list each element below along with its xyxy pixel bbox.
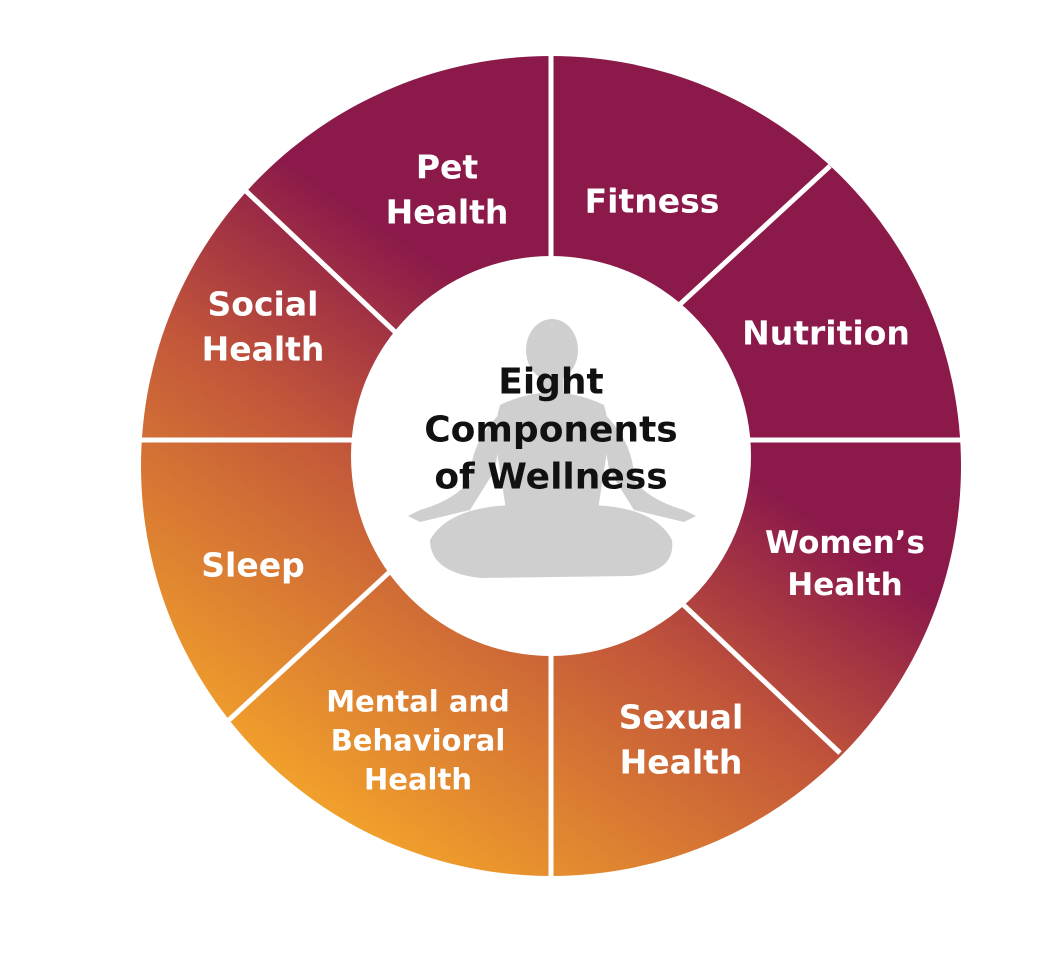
segment-fitness-line-1: Fitness bbox=[584, 181, 720, 221]
segment-mental-line-3: Health bbox=[364, 762, 472, 797]
center-title-line-1: Eight bbox=[498, 361, 604, 403]
segment-social-health-line-2: Health bbox=[201, 329, 325, 368]
center-title-line-2: Components bbox=[424, 409, 678, 451]
segment-social-health: Social Health bbox=[202, 282, 325, 371]
segment-nutrition-line-1: Nutrition bbox=[742, 313, 910, 353]
segment-mental-behavioral-health: Mental and Behavioral Health bbox=[326, 682, 510, 799]
segment-womens-health: Women’s Health bbox=[765, 523, 925, 607]
segment-womens-health-line-1: Women’s bbox=[764, 525, 926, 562]
segment-mental-line-2: Behavioral bbox=[330, 723, 506, 758]
segment-mental-line-1: Mental and bbox=[326, 684, 510, 719]
segment-pet-health-line-1: Pet bbox=[415, 147, 479, 187]
segment-social-health-line-1: Social bbox=[207, 284, 319, 324]
segment-sexual-health-line-1: Sexual bbox=[618, 697, 744, 737]
segment-fitness: Fitness bbox=[585, 180, 720, 225]
segment-sleep: Sleep bbox=[201, 544, 304, 589]
center-title: Eight Components of Wellness bbox=[424, 359, 677, 502]
segment-sexual-health-line-2: Health bbox=[619, 742, 743, 781]
segment-womens-health-line-2: Health bbox=[787, 567, 903, 603]
segment-pet-health-line-2: Health bbox=[385, 192, 509, 231]
center-title-line-3: of Wellness bbox=[434, 456, 668, 498]
segment-sexual-health: Sexual Health bbox=[619, 695, 744, 784]
segment-pet-health: Pet Health bbox=[386, 145, 509, 234]
meditation-figure-icon bbox=[408, 319, 696, 578]
segment-sleep-line-1: Sleep bbox=[201, 545, 305, 585]
segment-nutrition: Nutrition bbox=[742, 312, 910, 357]
